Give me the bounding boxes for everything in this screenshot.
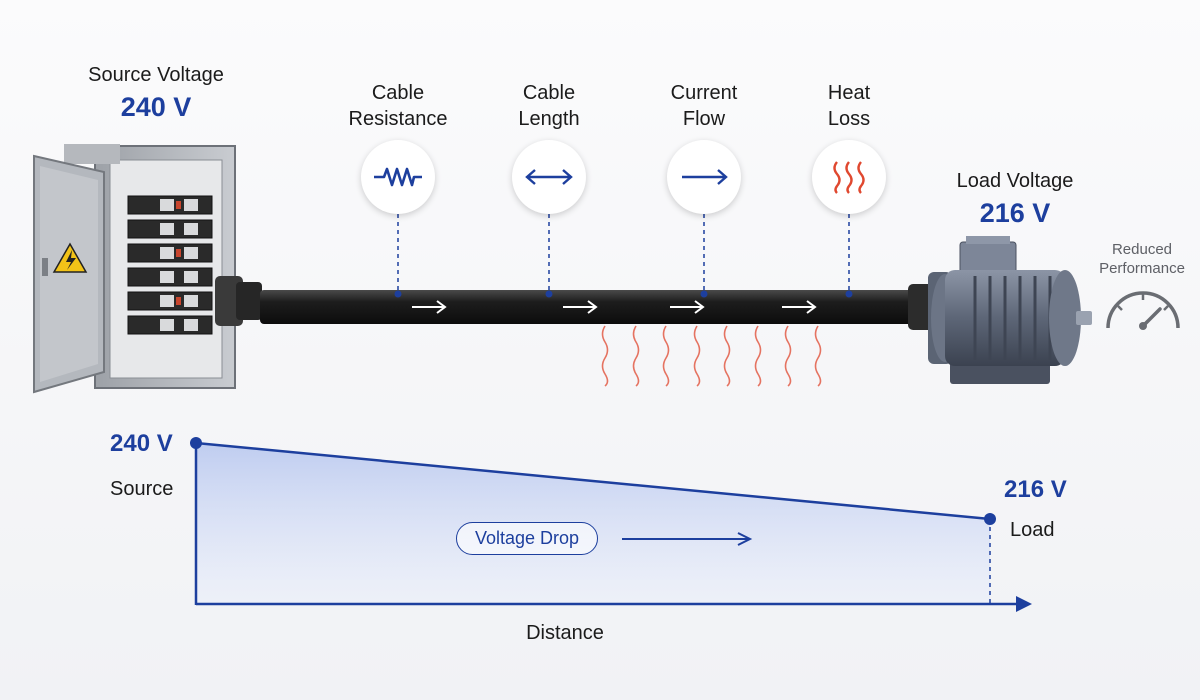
- drop-arrow: [622, 532, 753, 546]
- voltage-line: [195, 441, 991, 521]
- graph-start-label: Source: [110, 478, 174, 500]
- graph-start-value: 240 V: [110, 430, 173, 457]
- voltage-drop-graph: [190, 437, 1032, 612]
- heat-waves-icon: [833, 161, 865, 194]
- power-cable: [260, 284, 934, 330]
- graph-end-label: Load: [1010, 519, 1055, 541]
- connector-dot: [394, 290, 402, 298]
- x-axis-label: Distance: [526, 622, 604, 644]
- source-voltage-value: 240 V: [120, 92, 192, 122]
- electric-motor: [928, 236, 1092, 384]
- length-circle: [512, 140, 586, 214]
- voltage-area: [196, 443, 990, 604]
- connector-dot: [845, 290, 853, 298]
- heat-circle: [812, 140, 886, 214]
- heat-waves: [601, 325, 822, 387]
- connector-dot: [700, 290, 708, 298]
- resistance-circle: [361, 140, 435, 214]
- connector-dot: [545, 290, 553, 298]
- load-voltage-value: 216 V: [979, 198, 1051, 228]
- double-arrow-icon: [525, 169, 573, 185]
- gauge-icon: [1106, 291, 1180, 330]
- electrical-panel: [33, 144, 262, 394]
- load-voltage-label: Load Voltage: [956, 170, 1074, 192]
- source-voltage-label: Source Voltage: [88, 64, 224, 86]
- graph-end-value: 216 V: [1004, 476, 1067, 503]
- source-point: [190, 437, 202, 449]
- factor-connectors: [397, 214, 850, 292]
- x-axis-arrow: [1016, 596, 1032, 612]
- voltage-drop-pill: Voltage Drop: [456, 522, 599, 555]
- load-point: [984, 513, 996, 525]
- current-circle: [667, 140, 741, 214]
- arrow-right-icon: [682, 169, 728, 185]
- system-illustration: [33, 144, 1092, 394]
- resistor-icon: [374, 167, 422, 187]
